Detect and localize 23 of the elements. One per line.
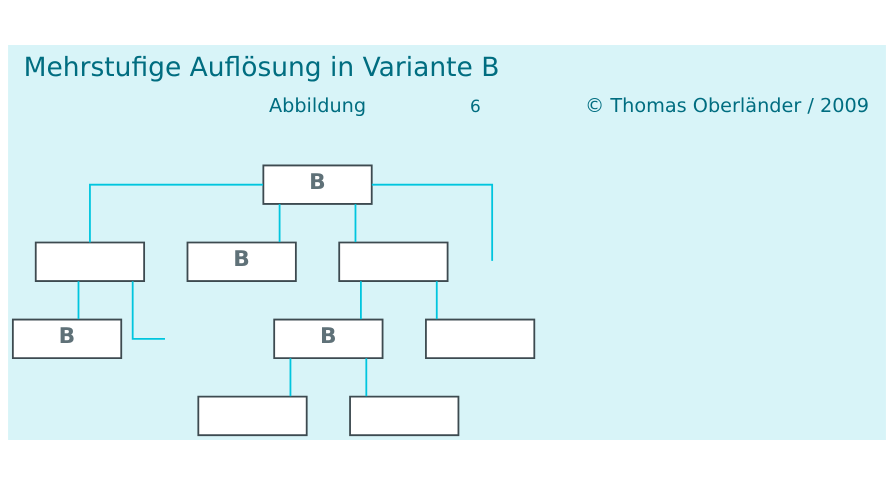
connector xyxy=(372,184,494,261)
connector xyxy=(360,281,362,320)
connector xyxy=(132,281,165,340)
connector xyxy=(78,281,80,320)
node-box xyxy=(197,396,308,436)
connector xyxy=(89,184,264,242)
node-box: B xyxy=(186,242,297,282)
connector xyxy=(436,281,438,320)
label: © Thomas Oberländer / 2009 xyxy=(585,94,869,118)
connector xyxy=(354,204,356,242)
connector xyxy=(290,358,292,396)
node-box xyxy=(349,396,460,436)
label: 6 xyxy=(470,96,481,116)
label: Abbildung xyxy=(268,94,366,118)
connector xyxy=(365,358,368,396)
node-box: B xyxy=(12,318,122,360)
node-box: B xyxy=(262,164,373,205)
diagram-title: Mehrstufige Auflösung in Variante B xyxy=(24,52,500,83)
node-box xyxy=(34,242,146,282)
node-box xyxy=(425,318,536,360)
connector xyxy=(278,204,280,242)
node-box: B xyxy=(273,318,384,360)
node-box xyxy=(338,242,448,282)
